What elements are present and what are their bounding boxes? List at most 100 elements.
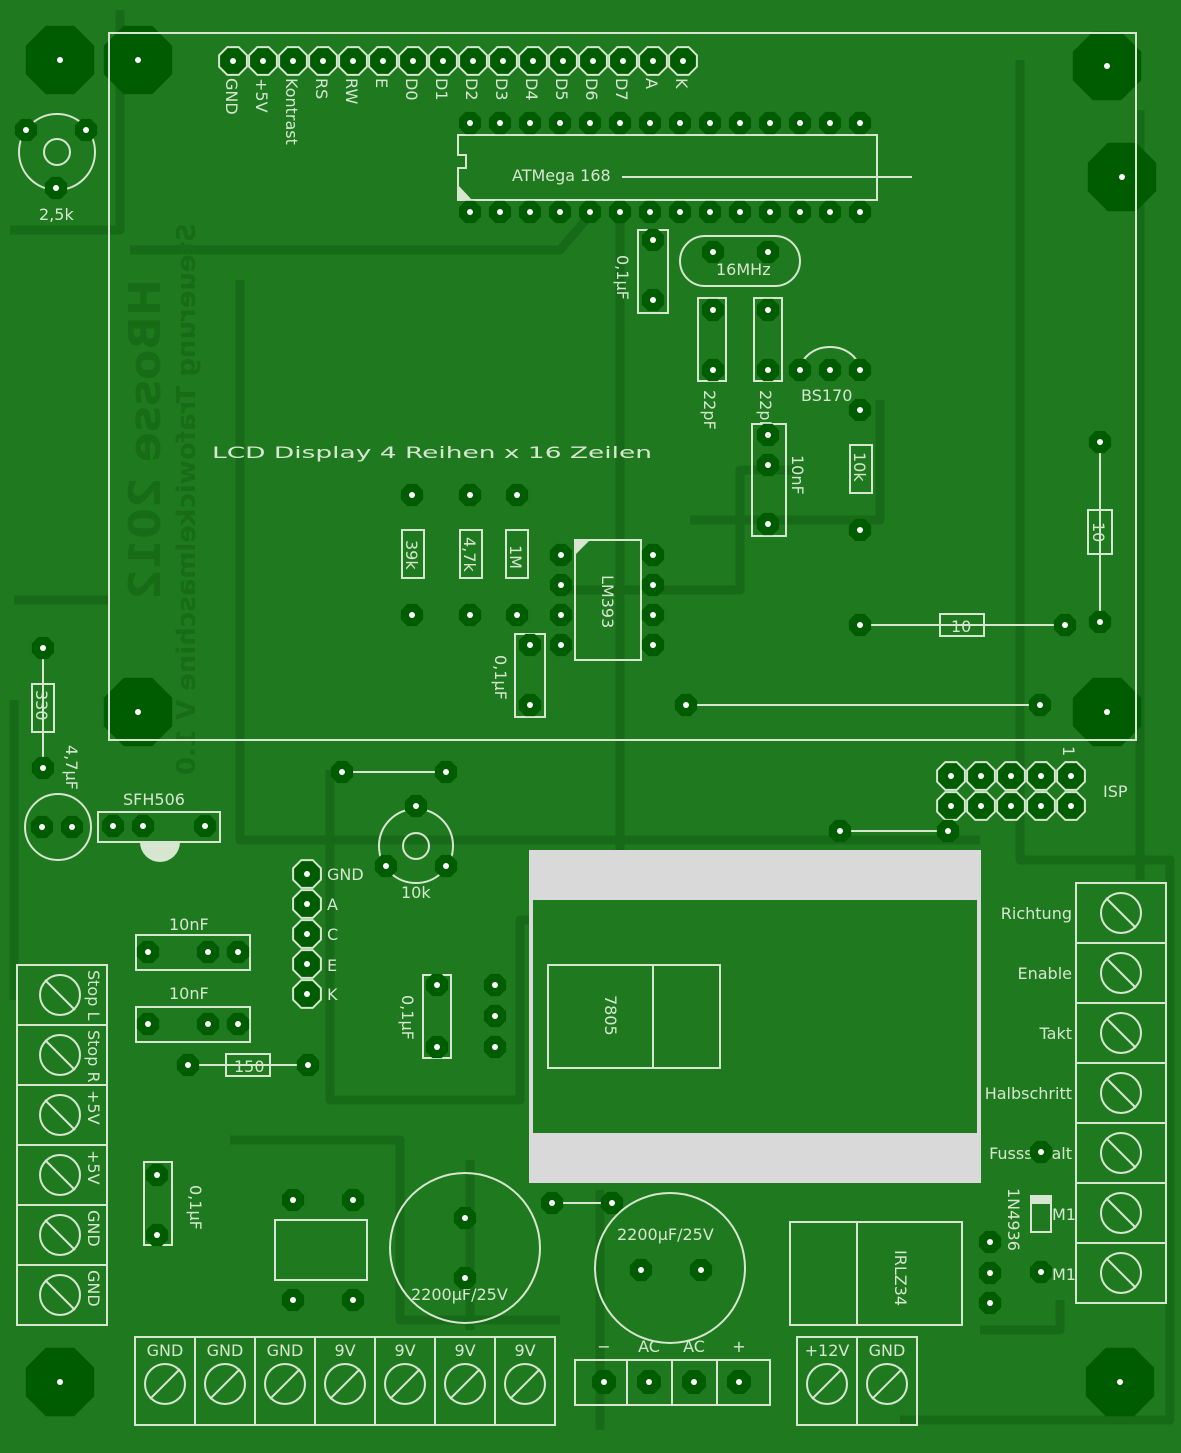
solder-pad bbox=[31, 756, 55, 780]
mcu-pin bbox=[788, 111, 812, 135]
solder-pad bbox=[341, 1188, 365, 1212]
solder-pad bbox=[196, 1012, 220, 1036]
screw-terminal[interactable] bbox=[16, 1264, 108, 1326]
lcd-pin bbox=[428, 46, 458, 76]
solder-pad bbox=[540, 1191, 564, 1215]
connector-pin bbox=[637, 1370, 661, 1394]
solder-pad bbox=[483, 1035, 507, 1059]
solder-pad bbox=[978, 1291, 1002, 1315]
author-ghost-text: HBosse 2012 bbox=[120, 279, 171, 600]
mounting-hole bbox=[1072, 31, 1142, 101]
resistor-10-v-label: 10 bbox=[1089, 522, 1108, 542]
solder-pad bbox=[518, 693, 542, 717]
solder-pad bbox=[30, 815, 54, 839]
ac-connector-label: − bbox=[597, 1337, 610, 1356]
isp-pin bbox=[966, 761, 996, 791]
mcu-pin bbox=[788, 200, 812, 224]
fet-label: BS170 bbox=[801, 386, 852, 405]
mcu-pin bbox=[608, 111, 632, 135]
solder-pad bbox=[756, 358, 780, 382]
screw-icon bbox=[264, 1363, 306, 1405]
ac-connector[interactable] bbox=[574, 1359, 771, 1406]
mcu-pin bbox=[818, 200, 842, 224]
solder-pad bbox=[425, 1035, 449, 1059]
lcd-pin bbox=[668, 46, 698, 76]
isp-pin bbox=[936, 761, 966, 791]
lcd-pin-label: D3 bbox=[492, 78, 511, 101]
cap-4-7uf-label: 4,7µF bbox=[62, 745, 81, 790]
solder-pad bbox=[848, 358, 872, 382]
lcd-pin-label: Kontrast bbox=[282, 78, 301, 145]
screw-icon bbox=[384, 1363, 426, 1405]
solder-pad bbox=[374, 854, 398, 878]
lcd-pin bbox=[518, 46, 548, 76]
lcd-pin bbox=[638, 46, 668, 76]
screw-terminal[interactable] bbox=[856, 1336, 918, 1426]
lcd-pin-label: D7 bbox=[612, 78, 631, 101]
mcu-pin bbox=[668, 200, 692, 224]
led-header-gnd: GND bbox=[327, 865, 364, 884]
project-ghost-text: Steuerung Trafowickelmaschine V 1.0 bbox=[172, 223, 202, 775]
solder-pad bbox=[549, 603, 573, 627]
lcd-pin-label: K bbox=[672, 78, 691, 89]
screw-terminal[interactable] bbox=[16, 1084, 108, 1146]
resistor-outline bbox=[31, 683, 55, 733]
resistor-outline bbox=[849, 444, 873, 494]
solder-pad bbox=[641, 543, 665, 567]
solder-pad bbox=[828, 819, 852, 843]
lcd-pin bbox=[278, 46, 308, 76]
screw-terminal[interactable] bbox=[494, 1336, 556, 1426]
cap-22pf-b-label: 22pF bbox=[756, 390, 775, 430]
lcd-pin bbox=[368, 46, 398, 76]
screw-terminal[interactable] bbox=[796, 1336, 858, 1426]
mcu-pin bbox=[638, 111, 662, 135]
led-header-k: K bbox=[327, 985, 338, 1004]
solder-pad bbox=[483, 973, 507, 997]
solder-pad bbox=[226, 1012, 250, 1036]
solder-pad bbox=[756, 512, 780, 536]
pot-knob bbox=[402, 832, 430, 860]
solder-pad bbox=[549, 633, 573, 657]
solder-pad bbox=[629, 1258, 653, 1282]
solder-pad bbox=[176, 1053, 200, 1077]
screw-icon bbox=[1100, 892, 1142, 934]
pot-knob bbox=[43, 138, 71, 166]
solder-pad bbox=[848, 518, 872, 542]
resistor-330-label: 330 bbox=[32, 690, 51, 721]
solder-pad bbox=[400, 603, 424, 627]
solder-pad bbox=[458, 483, 482, 507]
isp-label: ISP bbox=[1103, 782, 1128, 801]
mcu-pin bbox=[848, 200, 872, 224]
solder-pad bbox=[1028, 693, 1052, 717]
left-terminal-label: Stop L bbox=[84, 970, 103, 1020]
resistor-outline bbox=[939, 613, 985, 637]
screw-slot bbox=[1105, 1197, 1137, 1229]
isp-pin bbox=[996, 761, 1026, 791]
solder-pad bbox=[434, 760, 458, 784]
bottom_terminal-label: 9V bbox=[334, 1341, 355, 1360]
solder-pad bbox=[281, 1188, 305, 1212]
screw-icon bbox=[39, 1214, 81, 1256]
lm393-label: LM393 bbox=[598, 575, 617, 628]
lcd-pin-label: D4 bbox=[522, 78, 541, 101]
power_terminal-label: GND bbox=[869, 1341, 906, 1360]
screw-icon bbox=[144, 1363, 186, 1405]
screw-terminal[interactable] bbox=[1075, 1242, 1167, 1304]
solder-pad bbox=[434, 854, 458, 878]
solder-pad bbox=[701, 298, 725, 322]
lcd-pin-label: RS bbox=[312, 78, 331, 99]
cap-22pf-a-label: 22pF bbox=[700, 390, 719, 430]
lcd-title: LCD Display 4 Reihen x 16 Zeilen bbox=[212, 443, 652, 462]
mounting-hole bbox=[1085, 1347, 1155, 1417]
solder-pad bbox=[756, 453, 780, 477]
solder-pad bbox=[689, 1258, 713, 1282]
mcu-pin bbox=[698, 111, 722, 135]
right-terminal-label: Takt bbox=[1039, 1024, 1072, 1043]
solder-pad bbox=[60, 815, 84, 839]
bottom_terminal-label: 9V bbox=[454, 1341, 475, 1360]
screw-slot bbox=[1105, 1137, 1137, 1169]
mcu-pin bbox=[848, 111, 872, 135]
lcd-pin bbox=[398, 46, 428, 76]
solder-pad bbox=[818, 358, 842, 382]
